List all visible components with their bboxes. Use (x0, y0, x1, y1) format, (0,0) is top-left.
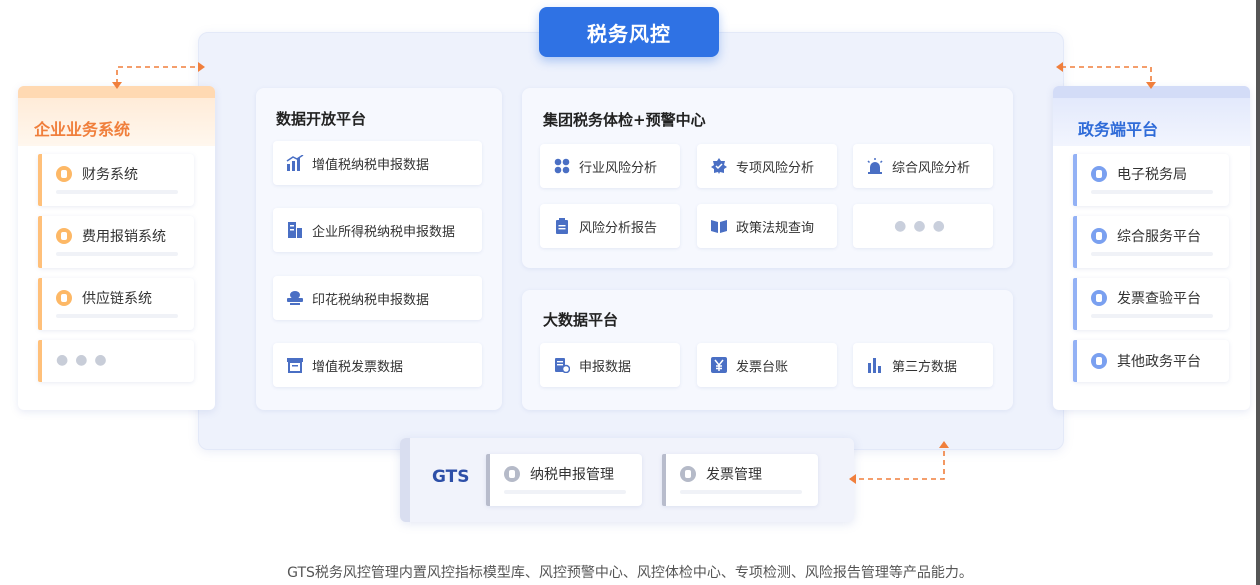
data-platform-title: 数据开放平台 (276, 110, 367, 128)
gov-item-invoice-check[interactable]: 发票查验平台 (1073, 278, 1229, 330)
building-icon (286, 221, 304, 239)
enterprise-item-expense[interactable]: 费用报销系统 (38, 216, 194, 268)
gts-item-label: 纳税申报管理 (530, 467, 614, 483)
data-item-label: 企业所得税纳税申报数据 (312, 224, 456, 240)
coin-icon (1091, 290, 1107, 306)
ellipsis-icon: ●●● (894, 218, 952, 234)
bar-chart-icon (286, 154, 304, 172)
enterprise-item-label: 费用报销系统 (82, 229, 166, 245)
bigdata-item-label: 第三方数据 (892, 359, 958, 375)
enterprise-item-label: 供应链系统 (82, 291, 152, 307)
gov-item-service[interactable]: 综合服务平台 (1073, 216, 1229, 268)
gov-item-e-tax[interactable]: 电子税务局 (1073, 154, 1229, 206)
center-item-label: 综合风险分析 (892, 160, 971, 176)
gov-item-label: 电子税务局 (1117, 167, 1187, 183)
stamp-icon (286, 289, 304, 307)
bigdata-item-invoice-ledger[interactable]: 发票台账 (697, 343, 837, 387)
column-chart-icon (866, 356, 884, 374)
group-center-title: 集团税务体检+预警中心 (543, 111, 706, 129)
badge-icon (710, 157, 728, 175)
center-item-industry-risk[interactable]: 行业风险分析 (540, 144, 680, 188)
gts-label: GTS (432, 467, 470, 487)
edge-rule (1256, 0, 1260, 585)
center-item-risk-report[interactable]: 风险分析报告 (540, 204, 680, 248)
data-item-label: 增值税纳税申报数据 (312, 157, 430, 173)
alarm-icon (866, 157, 884, 175)
gts-item-label: 发票管理 (706, 467, 762, 483)
bigdata-item-declaration[interactable]: 申报数据 (540, 343, 680, 387)
bigdata-item-label: 发票台账 (736, 359, 789, 375)
gov-item-other[interactable]: 其他政务平台 (1073, 340, 1229, 382)
gov-item-label: 其他政务平台 (1117, 354, 1201, 370)
yen-icon (710, 356, 728, 374)
big-data-title: 大数据平台 (543, 311, 619, 329)
declaration-icon (553, 356, 571, 374)
ellipsis-icon: ●●● (56, 352, 114, 368)
coin-icon (1091, 228, 1107, 244)
coin-icon (1091, 166, 1107, 182)
coin-icon (56, 166, 72, 182)
data-item-vat-invoice[interactable]: 增值税发票数据 (273, 343, 482, 387)
gov-item-label: 综合服务平台 (1117, 229, 1201, 245)
gov-title: 政务端平台 (1078, 120, 1159, 139)
data-item-label: 增值税发票数据 (312, 359, 404, 375)
gts-item-tax-declaration[interactable]: 纳税申报管理 (486, 454, 642, 506)
center-item-label: 行业风险分析 (579, 160, 658, 176)
center-item-more[interactable]: ●●● (853, 204, 993, 248)
data-item-stamp-tax[interactable]: 印花税纳税申报数据 (273, 276, 482, 320)
center-item-label: 专项风险分析 (736, 160, 815, 176)
coin-icon (1091, 353, 1107, 369)
center-item-policy-query[interactable]: 政策法规查询 (697, 204, 837, 248)
enterprise-title: 企业业务系统 (34, 120, 131, 139)
center-item-label: 政策法规查询 (736, 220, 815, 236)
data-item-label: 印花税纳税申报数据 (312, 292, 430, 308)
report-icon (553, 217, 571, 235)
enterprise-item-finance[interactable]: 财务系统 (38, 154, 194, 206)
enterprise-item-supply-chain[interactable]: 供应链系统 (38, 278, 194, 330)
center-item-label: 风险分析报告 (579, 220, 658, 236)
coin-icon (504, 466, 520, 482)
invoice-icon (286, 356, 304, 374)
data-item-vat-declaration[interactable]: 增值税纳税申报数据 (273, 141, 482, 185)
coin-icon (680, 466, 696, 482)
center-item-comprehensive-risk[interactable]: 综合风险分析 (853, 144, 993, 188)
data-item-corporate-tax[interactable]: 企业所得税纳税申报数据 (273, 208, 482, 252)
bigdata-item-label: 申报数据 (579, 359, 632, 375)
enterprise-item-label: 财务系统 (82, 167, 138, 183)
gov-item-label: 发票查验平台 (1117, 291, 1201, 307)
coin-icon (56, 228, 72, 244)
grid-icon (553, 157, 571, 175)
bigdata-item-third-party[interactable]: 第三方数据 (853, 343, 993, 387)
gts-item-invoice[interactable]: 发票管理 (662, 454, 818, 506)
book-icon (710, 217, 728, 235)
caption: GTS税务风控管理内置风控指标模型库、风控预警中心、风控体检中心、专项检测、风险… (287, 565, 973, 581)
enterprise-item-more[interactable]: ●●● (38, 340, 194, 382)
center-item-special-risk[interactable]: 专项风险分析 (697, 144, 837, 188)
page-title: 税务风控 (539, 7, 719, 57)
coin-icon (56, 290, 72, 306)
